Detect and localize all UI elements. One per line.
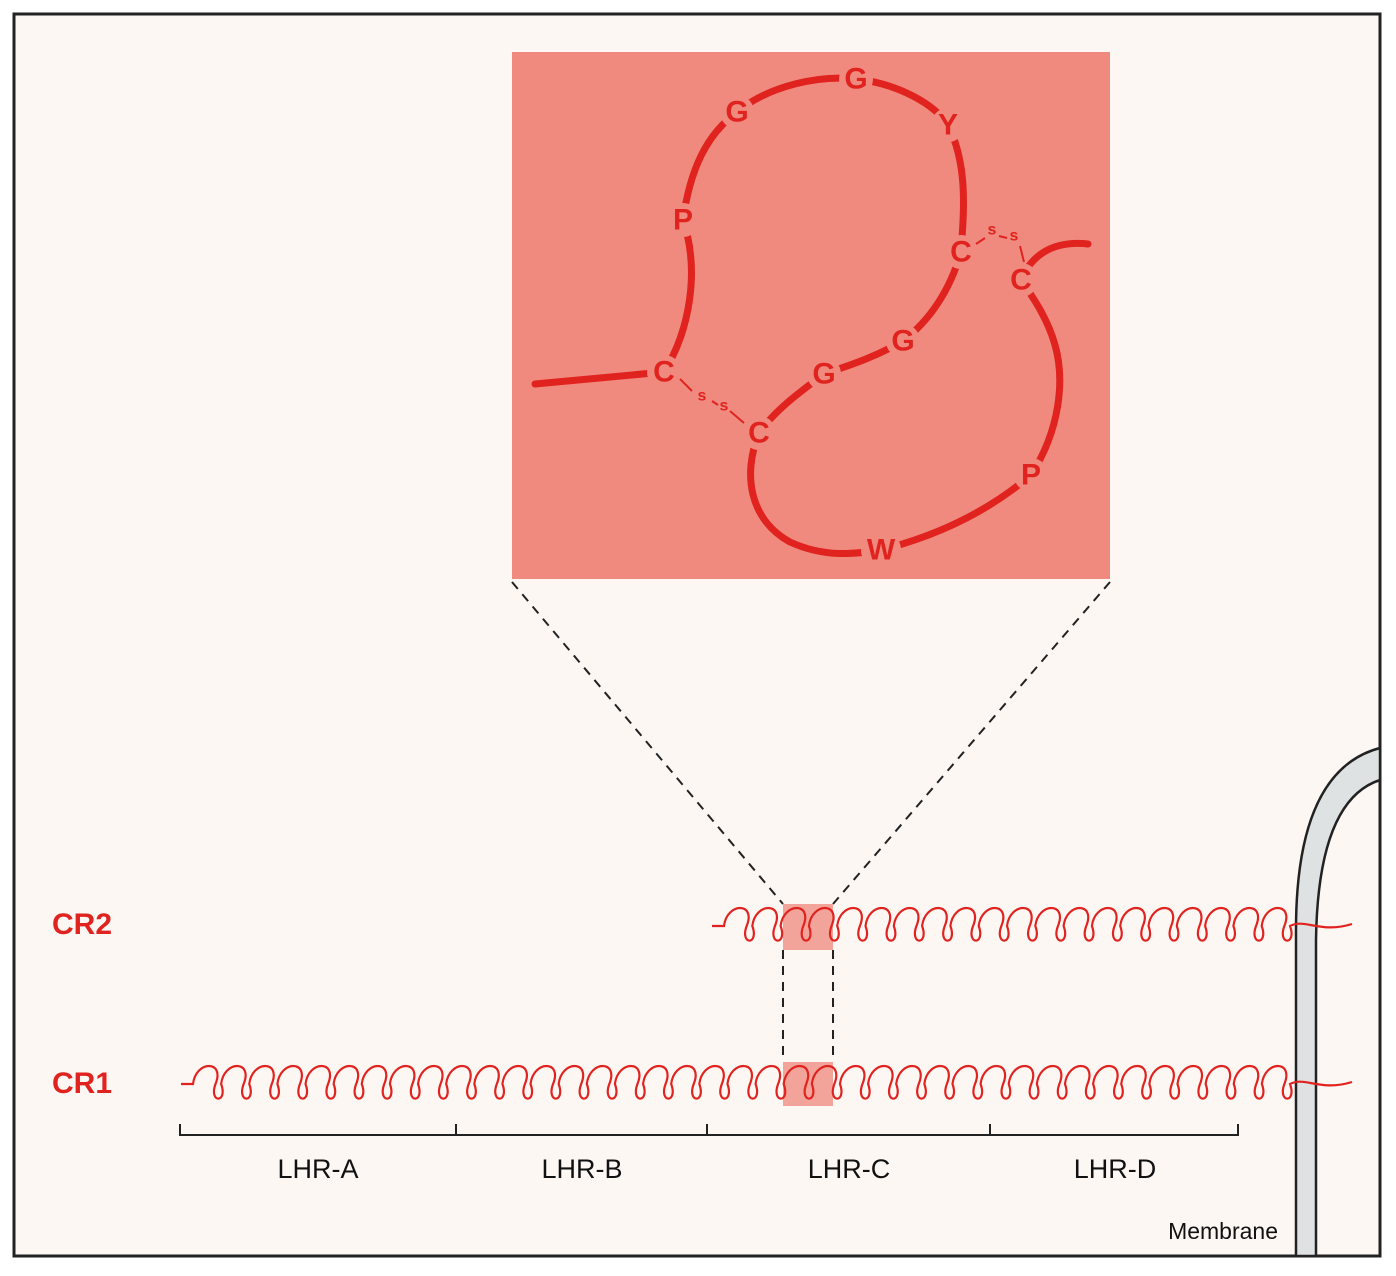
ss-bond-2-dash-b — [998, 235, 1008, 239]
ss-label-1a: s — [698, 388, 707, 405]
residue-c3: C — [1010, 264, 1032, 297]
region-brackets — [179, 1124, 1239, 1136]
halo-g3 — [886, 324, 920, 358]
residue-g2: G — [844, 63, 867, 96]
residue-letters: C P G G Y C C G G C P W — [653, 63, 1041, 567]
halo-c1 — [647, 355, 681, 389]
ss-bond-1-dash-a — [679, 378, 693, 392]
region-label-lhr-d: LHR-D — [1074, 1154, 1157, 1184]
residue-p1: P — [673, 204, 693, 237]
residue-c2: C — [950, 236, 972, 269]
membrane-label: Membrane — [1168, 1218, 1278, 1244]
bracket-lhr-a — [179, 1124, 457, 1136]
backbone-loop-3 — [747, 276, 1064, 558]
halo-g1 — [720, 95, 754, 129]
halo-p1 — [666, 203, 700, 237]
halo-g4 — [807, 357, 841, 391]
region-label-lhr-b: LHR-B — [541, 1154, 622, 1184]
ss-bond-1-dash-b — [711, 400, 719, 406]
region-label-lhr-c: LHR-C — [808, 1154, 891, 1184]
halo-p2 — [1014, 458, 1048, 492]
residue-c4: C — [748, 417, 770, 450]
cr1-coil — [181, 1065, 1353, 1100]
halo-w — [861, 530, 901, 570]
halo-y — [931, 108, 965, 142]
ss-label-1b: s — [720, 398, 729, 415]
ss-bond-2-dash-c — [1019, 245, 1025, 263]
zoom-lines — [511, 581, 1111, 1062]
zoom-line-right — [832, 581, 1111, 905]
cr2-label: CR2 — [52, 908, 112, 941]
halo-g2 — [839, 62, 873, 96]
backbone-loop-2 — [755, 248, 965, 437]
residue-g1: G — [725, 96, 748, 129]
halo-c2 — [944, 235, 978, 269]
bracket-lhr-d — [990, 1124, 1239, 1136]
disulfide-labels: s s s s — [698, 222, 1019, 415]
residue-halos — [647, 62, 1048, 570]
residue-g4: G — [812, 358, 835, 391]
residue-p2: P — [1021, 459, 1041, 492]
ss-label-2b: s — [1010, 228, 1019, 245]
inset-panel — [512, 52, 1110, 579]
ss-bond-2-dash-a — [975, 237, 986, 245]
halo-c3 — [1004, 263, 1038, 297]
zoom-line-left — [511, 581, 784, 905]
ss-bond-1-dash-c — [729, 410, 745, 424]
cr2-highlight — [783, 904, 833, 950]
cr2-coil — [712, 907, 1353, 942]
residue-y: Y — [938, 109, 958, 142]
region-label-lhr-a: LHR-A — [277, 1154, 358, 1184]
residue-w: W — [867, 534, 896, 567]
cr1-label: CR1 — [52, 1067, 112, 1100]
residue-c1: C — [653, 356, 675, 389]
residue-g3: G — [891, 325, 914, 358]
halo-c4 — [742, 416, 776, 450]
ss-label-2a: s — [988, 222, 997, 239]
disulfide-bonds — [679, 235, 1025, 424]
membrane — [1294, 746, 1382, 1258]
